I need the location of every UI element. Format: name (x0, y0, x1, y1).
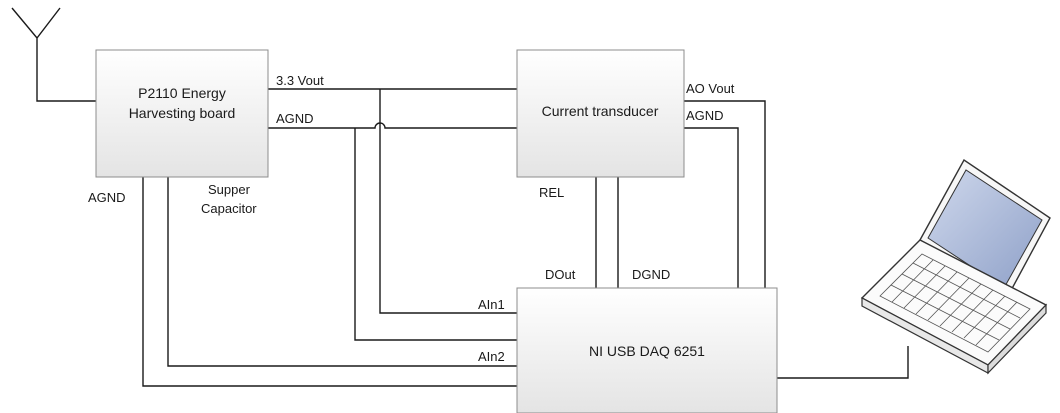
label-agnd-board-left: AGND (88, 190, 126, 205)
daq-box: NI USB DAQ 6251 (517, 288, 777, 413)
wire-agnd-transducer (684, 128, 738, 288)
laptop-icon (862, 160, 1050, 373)
energy-harvesting-board: P2110 Energy Harvesting board (96, 50, 268, 177)
wire-ain1 (380, 89, 517, 313)
wire-ao-vout (684, 101, 765, 288)
label-ao-vout: AO Vout (686, 81, 735, 96)
daq-label: NI USB DAQ 6251 (589, 343, 705, 359)
wire-agnd-daq (143, 177, 517, 386)
label-agnd-transducer: AGND (686, 108, 724, 123)
label-ain2: AIn2 (478, 349, 505, 364)
label-supercap-line1: Supper (208, 182, 251, 197)
label-3v3-vout: 3.3 Vout (276, 73, 324, 88)
transducer-label: Current transducer (542, 103, 659, 119)
wire-usb (777, 346, 908, 378)
antenna-icon (12, 8, 96, 101)
label-agnd-board-right: AGND (276, 111, 314, 126)
label-ain1: AIn1 (478, 297, 505, 312)
label-dout: DOut (545, 267, 576, 282)
label-dgnd: DGND (632, 267, 670, 282)
board-label-line2: Harvesting board (129, 105, 236, 121)
board-label-line1: P2110 Energy (138, 85, 226, 101)
current-transducer-box: Current transducer (517, 50, 684, 177)
label-rel: REL (539, 185, 564, 200)
label-supercap-line2: Capacitor (201, 201, 257, 216)
